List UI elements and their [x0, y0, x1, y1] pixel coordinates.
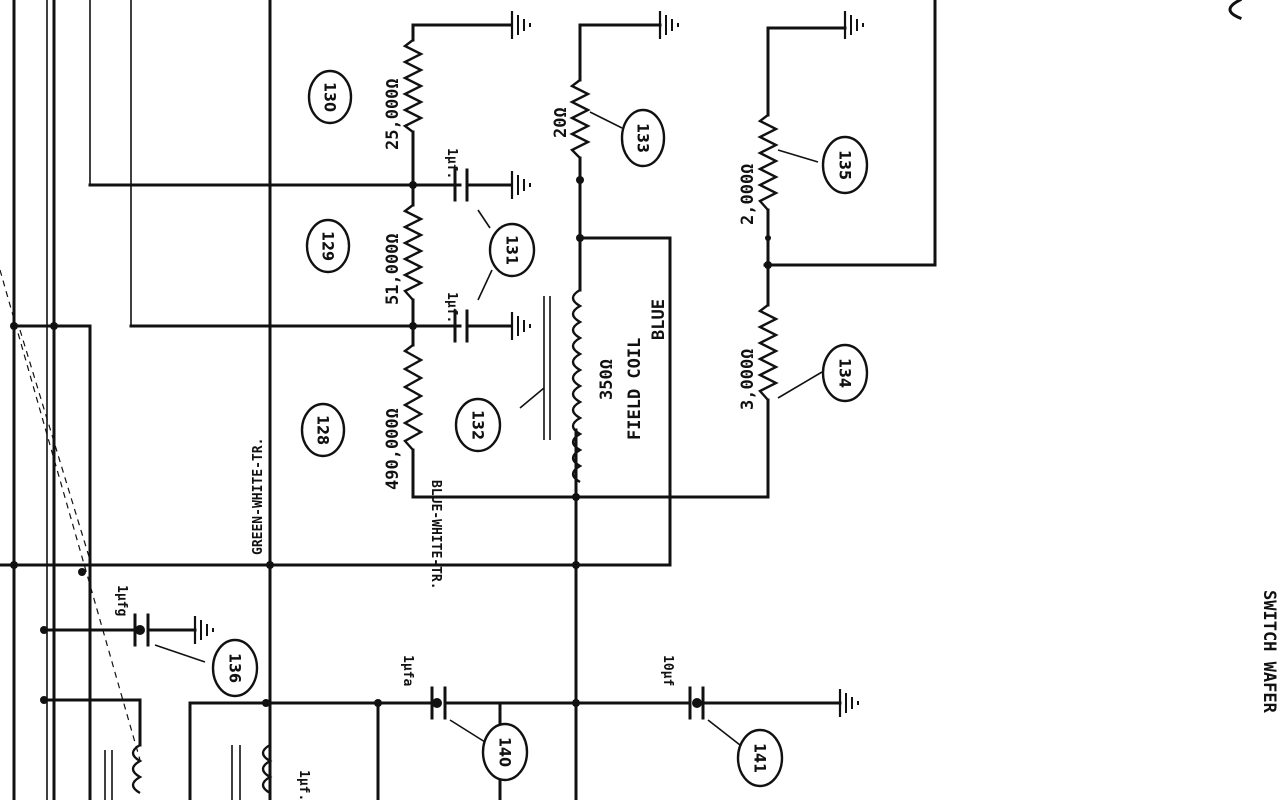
- resistor-134: [757, 304, 779, 401]
- label-coil-ohms: 350Ω: [597, 359, 617, 400]
- label-cap-mid: 1μf.: [444, 292, 459, 323]
- label-wire-blue-white: BLUE-WHITE-TR.: [428, 480, 443, 590]
- component-number: 140: [496, 737, 515, 767]
- label-cap-140: 1μfa: [400, 655, 415, 686]
- component-number: 129: [319, 231, 338, 261]
- component-number: 131: [503, 235, 522, 265]
- ground-symbol: [843, 9, 865, 41]
- label-switch-wafer: SWITCH WAFER: [1259, 590, 1279, 714]
- component-number: 130: [321, 82, 340, 112]
- resistor-135: [757, 114, 779, 211]
- callout-bubble-132: 132: [454, 397, 502, 453]
- label-r129-value: 51,000Ω: [383, 233, 403, 305]
- ground-symbol: [193, 614, 215, 646]
- resistor-column-135-134: [757, 26, 847, 499]
- callout-bubble-133: 133: [620, 108, 666, 168]
- capacitor-141: [688, 686, 741, 746]
- resistor-128: [402, 344, 424, 451]
- label-r135-value: 2,000Ω: [738, 164, 758, 225]
- corner-fragment: [1228, 0, 1243, 20]
- label-wire-green-white: GREEN-WHITE-TR.: [251, 438, 266, 555]
- component-number: 133: [634, 123, 653, 153]
- component-number: 132: [469, 410, 488, 440]
- label-r130-value: 25,000Ω: [383, 78, 403, 150]
- component-number: 136: [226, 653, 245, 683]
- resistor-column-main: [402, 23, 512, 499]
- junction-dots: [10, 322, 702, 708]
- callout-bubble-129: 129: [305, 218, 351, 274]
- label-cap-136: 1μfg: [114, 585, 129, 616]
- resistor-129: [402, 204, 424, 301]
- callout-bubble-131: 131: [488, 222, 536, 278]
- callout-bubble-136: 136: [211, 638, 259, 698]
- ground-symbol: [838, 687, 860, 719]
- label-cap-141: 10μf: [660, 655, 675, 686]
- resistor-130: [402, 39, 424, 133]
- value-labels: 25,000Ω 51,000Ω 490,000Ω 20Ω 2,000Ω 3,00…: [114, 78, 1279, 800]
- ground-symbol: [658, 9, 680, 41]
- callout-bubble-141: 141: [736, 728, 784, 788]
- field-coil-132: [519, 288, 583, 484]
- label-r133-value: 20Ω: [551, 107, 571, 138]
- label-r128-value: 490,000Ω: [383, 408, 403, 490]
- label-cap-bottom: 1μf.: [296, 770, 311, 800]
- component-number: 135: [836, 150, 855, 180]
- ground-symbol: [510, 169, 532, 201]
- label-coil-name: FIELD COIL: [625, 338, 645, 440]
- component-number: 128: [314, 415, 333, 445]
- label-coil-color: BLUE: [649, 299, 669, 340]
- callout-bubble-134: 134: [821, 343, 869, 403]
- capacitor-140: [430, 686, 486, 743]
- ground-symbol: [510, 310, 532, 342]
- resistor-column-133: [569, 23, 662, 800]
- label-r134-value: 3,000Ω: [738, 349, 758, 410]
- component-number: 134: [836, 358, 855, 388]
- ground-symbol: [510, 9, 532, 41]
- callout-bubble-128: 128: [300, 402, 346, 458]
- callout-bubble-130: 130: [307, 69, 353, 125]
- callout-bubble-135: 135: [821, 135, 869, 195]
- capacitor-131-bottom: [453, 309, 512, 343]
- component-number: 141: [751, 743, 770, 773]
- label-cap-top: 1μf.: [444, 148, 459, 179]
- capacitor-136: [40, 613, 206, 663]
- capacitor-131-top: [411, 168, 512, 202]
- left-bus-lines: [0, 0, 272, 800]
- callout-bubble-140: 140: [481, 722, 529, 782]
- resistor-133: [569, 79, 591, 159]
- horizontal-wires: [0, 0, 937, 800]
